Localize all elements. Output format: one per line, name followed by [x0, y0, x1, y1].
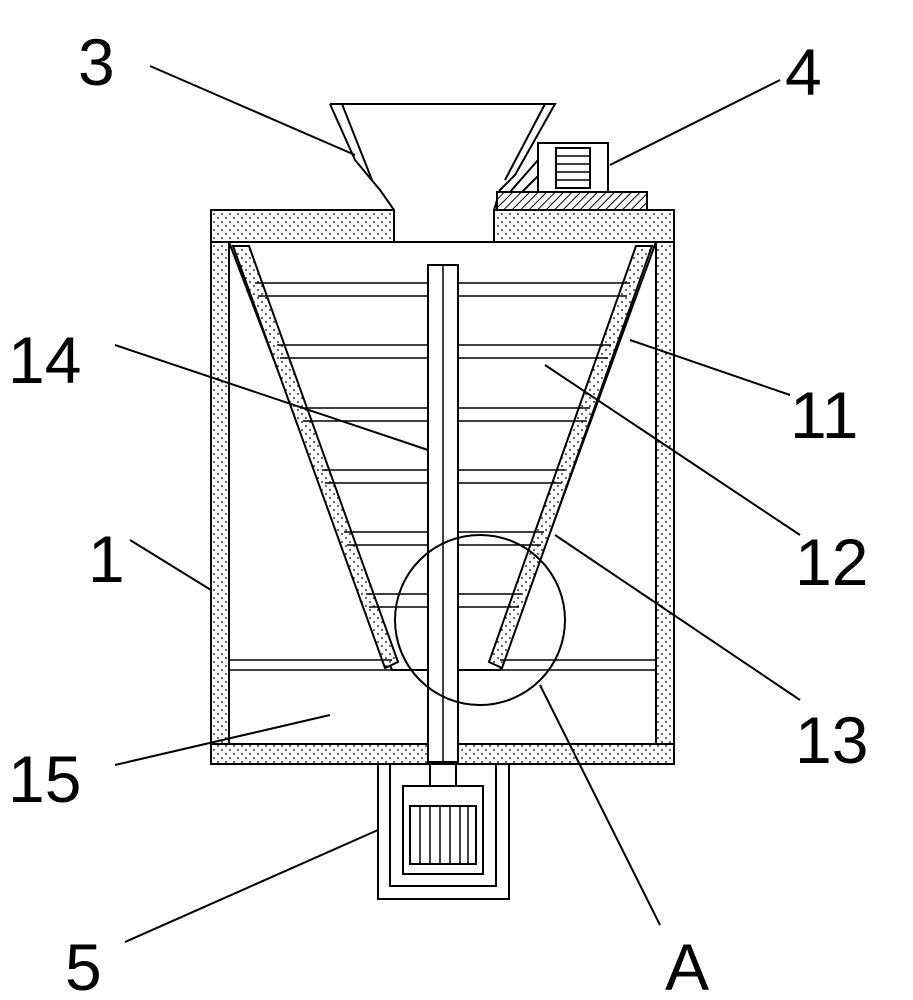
leader-A: [539, 684, 661, 926]
label-A: A: [665, 930, 709, 1000]
label-11: 11: [790, 378, 859, 452]
leader-15: [114, 714, 331, 766]
label-13: 13: [795, 703, 868, 777]
top-box: [537, 142, 609, 193]
leader-14: [114, 344, 429, 451]
bottom-chamber: [229, 659, 656, 671]
left-wall: [210, 241, 230, 763]
shaft: [427, 264, 459, 763]
top-coil: [555, 147, 591, 189]
label-4: 4: [785, 35, 822, 109]
label-15: 15: [8, 742, 81, 816]
labels: 3 4 14 11 12 1 13 15 5 A: [8, 25, 868, 1000]
leader-11: [629, 339, 791, 396]
leader-4: [609, 79, 781, 166]
top-plate: [496, 191, 648, 211]
leader-13: [554, 534, 801, 701]
housing: [210, 209, 675, 765]
leader-5: [124, 829, 379, 943]
label-14: 14: [8, 323, 81, 397]
leader-1: [129, 539, 212, 591]
leader-lines: [114, 65, 801, 943]
outer-cone: [227, 241, 658, 671]
label-12: 12: [795, 525, 868, 599]
top-wall-left: [210, 209, 395, 243]
top-wall-right: [493, 209, 675, 243]
label-5: 5: [65, 930, 102, 1000]
detail-circle: [394, 534, 566, 706]
label-3: 3: [78, 25, 115, 99]
leader-12: [544, 364, 801, 536]
leader-3: [149, 65, 356, 156]
top-unit: [496, 142, 648, 211]
motor: [377, 763, 510, 900]
right-wall: [655, 241, 675, 763]
label-1: 1: [88, 522, 125, 596]
